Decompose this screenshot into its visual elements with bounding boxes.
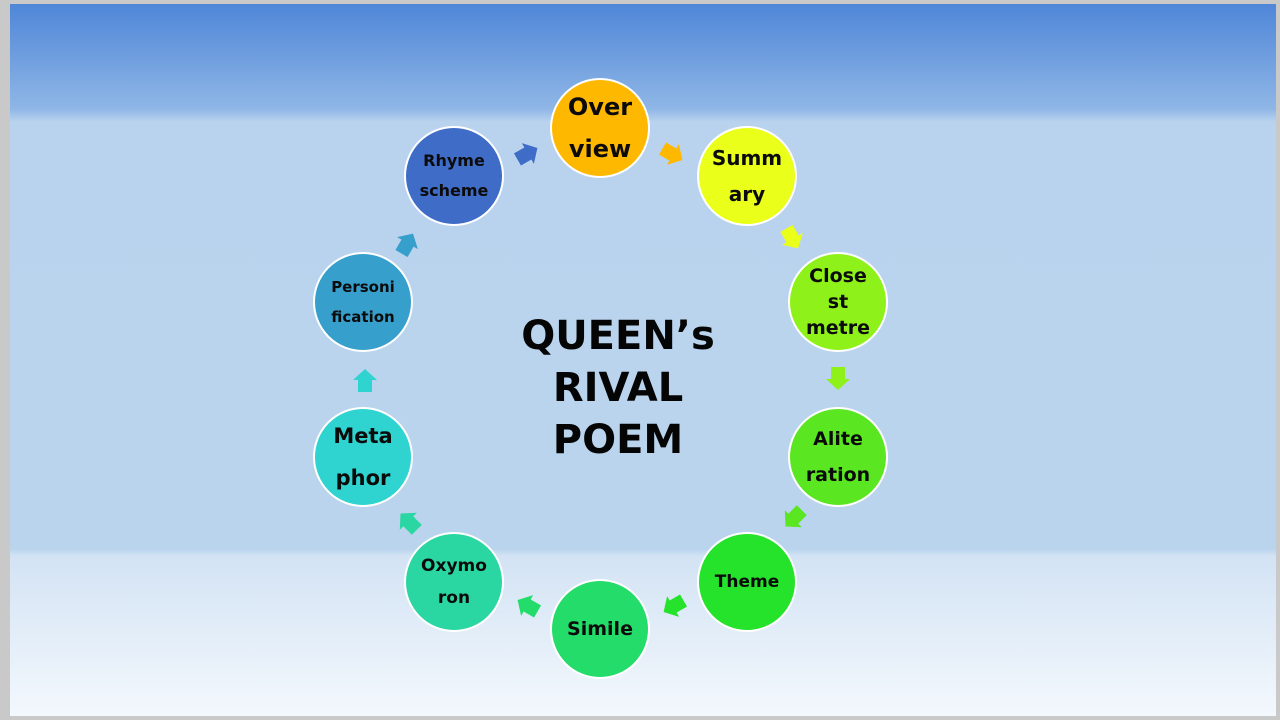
node-summary[interactable]: Summ ary — [697, 126, 797, 226]
arrow-rhyme-scheme-to-overview-icon — [514, 143, 538, 166]
arrow-oxymoron-to-metaphor-icon — [399, 512, 422, 535]
node-simile[interactable]: Simile — [550, 579, 650, 679]
node-simile-label: Simile — [567, 618, 633, 640]
node-overview-label: Over view — [567, 93, 633, 163]
node-personification[interactable]: Personi fication — [313, 252, 413, 352]
node-theme[interactable]: Theme — [697, 532, 797, 632]
slide: QUEEN’s RIVAL POEM Over view Summ ary Cl… — [10, 4, 1276, 716]
node-aliteration-label: Alite ration — [805, 428, 871, 486]
node-oxymoron[interactable]: Oxymo ron — [404, 532, 504, 632]
node-aliteration[interactable]: Alite ration — [788, 407, 888, 507]
arrow-overview-to-summary-icon — [659, 142, 683, 165]
node-theme-label: Theme — [714, 572, 780, 592]
node-rhyme-scheme-label: Rhyme scheme — [419, 151, 489, 200]
diagram-title-text: QUEEN’s RIVAL POEM — [521, 313, 715, 463]
node-rhyme-scheme[interactable]: Rhyme scheme — [404, 126, 504, 226]
arrow-personification-to-rhyme-scheme-icon — [395, 233, 418, 257]
diagram-title: QUEEN’s RIVAL POEM — [468, 310, 768, 466]
node-metaphor[interactable]: Meta phor — [313, 407, 413, 507]
node-closest-metre-label: Close st metre — [805, 265, 871, 339]
node-overview[interactable]: Over view — [550, 78, 650, 178]
node-summary-label: Summ ary — [711, 146, 783, 206]
arrow-aliteration-to-theme-icon — [784, 505, 807, 528]
node-metaphor-label: Meta phor — [333, 424, 393, 490]
arrow-simile-to-oxymoron-icon — [517, 595, 541, 618]
arrow-metaphor-to-personification-icon — [353, 369, 377, 392]
arrow-summary-to-closest-metre-icon — [780, 225, 803, 249]
node-personification-label: Personi fication — [331, 278, 395, 326]
arrow-closest-metre-to-aliteration-icon — [826, 367, 850, 390]
arrow-theme-to-simile-icon — [663, 594, 687, 617]
node-oxymoron-label: Oxymo ron — [421, 556, 487, 608]
node-closest-metre[interactable]: Close st metre — [788, 252, 888, 352]
